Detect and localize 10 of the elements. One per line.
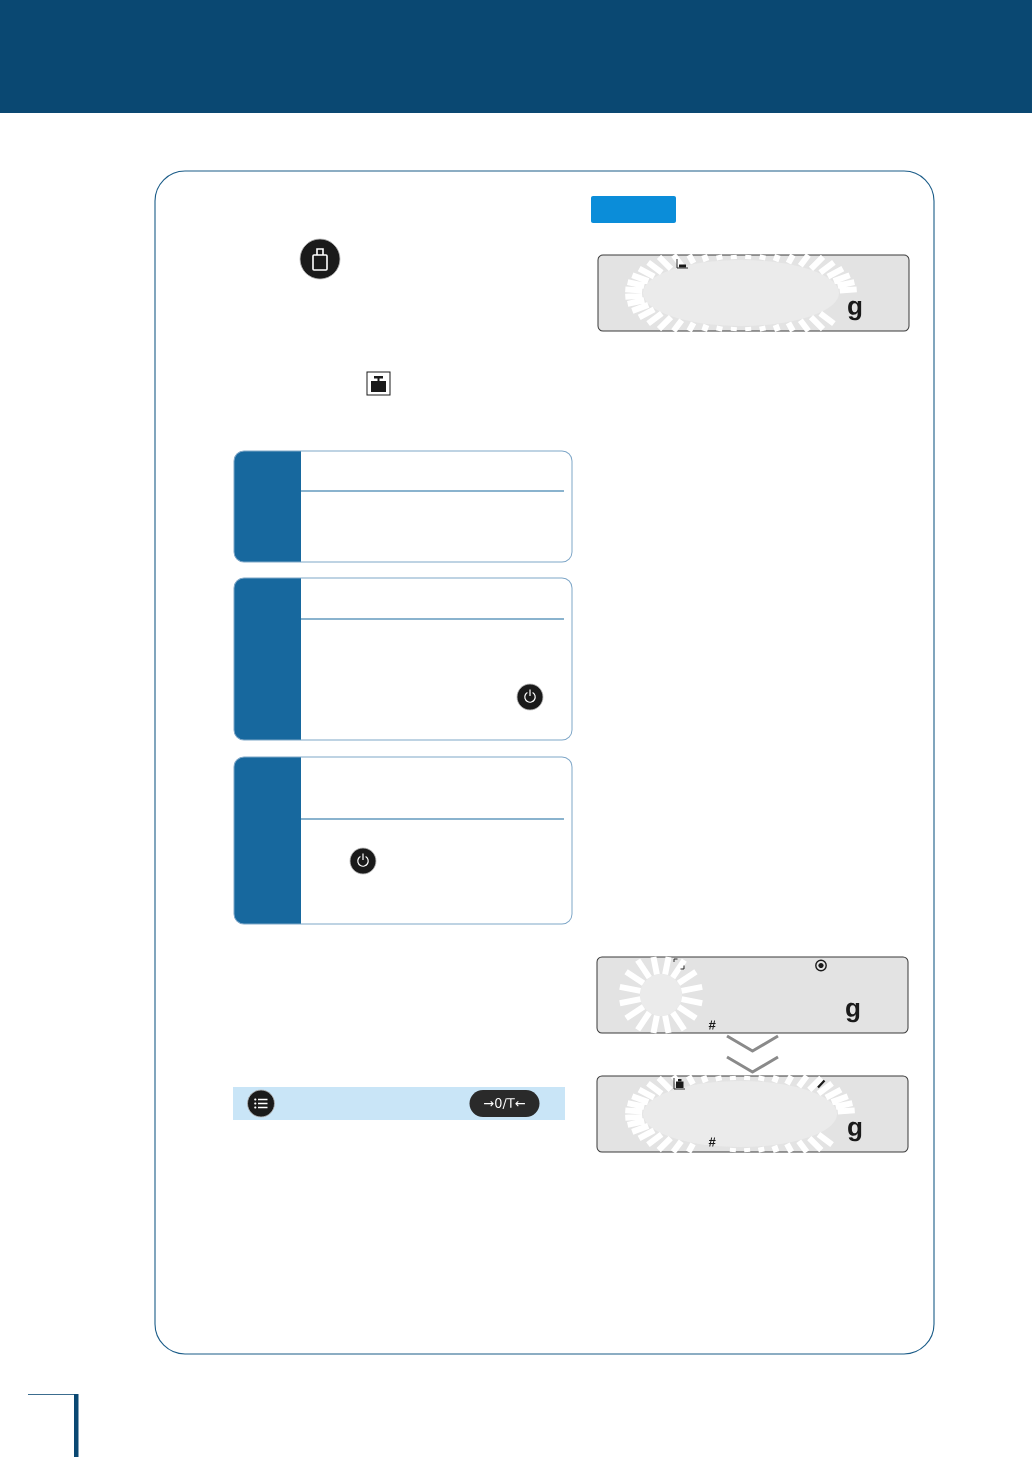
unit-label: g xyxy=(848,300,862,321)
tag-badge xyxy=(591,196,676,223)
unit-label: g xyxy=(846,1002,860,1023)
lcd-display xyxy=(596,1073,909,1155)
lcd-display xyxy=(596,954,909,1036)
chevron-arrow xyxy=(725,1034,780,1074)
hash-sign: # xyxy=(708,1137,716,1147)
lcd-display xyxy=(597,252,910,334)
hash-sign: # xyxy=(708,1020,716,1030)
unit-label: g xyxy=(848,1121,862,1142)
